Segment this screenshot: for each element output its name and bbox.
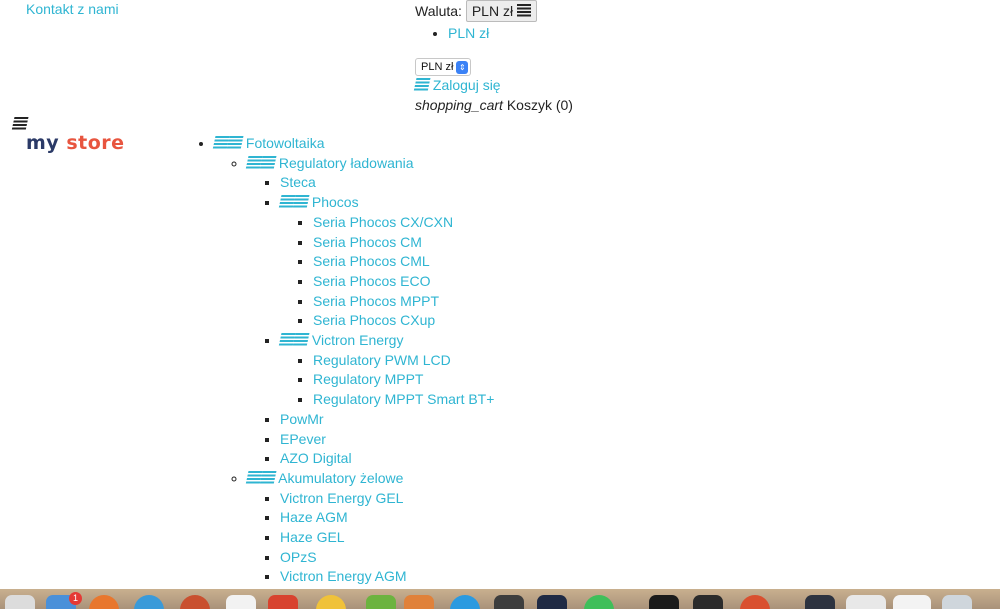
terminal-icon[interactable] bbox=[649, 595, 679, 609]
currency-list: PLN zł bbox=[448, 24, 489, 44]
category-icon bbox=[292, 195, 310, 210]
window-thumbnail-icon[interactable] bbox=[893, 595, 931, 609]
category-icon bbox=[259, 155, 277, 170]
menu-item-phocos-mppt[interactable]: Seria Phocos MPPT bbox=[313, 292, 440, 309]
activity-monitor-icon[interactable] bbox=[693, 595, 723, 609]
firefox-icon[interactable] bbox=[89, 595, 119, 609]
menu-item-powmr[interactable]: PowMr bbox=[280, 410, 324, 427]
expand-icon bbox=[516, 4, 531, 18]
category-icon bbox=[259, 470, 277, 485]
menu-item-victron-gel[interactable]: Victron Energy GEL bbox=[280, 489, 404, 506]
category-menu: Fotowoltaika Regulatory ładowania Steca … bbox=[212, 134, 495, 587]
currency-label: Waluta: bbox=[415, 3, 462, 19]
menu-item-fotowoltaika: Fotowoltaika Regulatory ładowania Steca … bbox=[212, 134, 495, 587]
currency-button[interactable]: PLN zł bbox=[465, 0, 537, 22]
menu-item-akumulatory: Akumulatory żelowe Victron Energy GEL Ha… bbox=[245, 469, 494, 587]
calculator-icon[interactable] bbox=[494, 595, 524, 609]
window-thumbnail-icon[interactable] bbox=[805, 595, 835, 609]
shopping-cart-icon: shopping_cart bbox=[415, 97, 503, 113]
pages-icon[interactable] bbox=[404, 595, 434, 609]
trash-icon[interactable] bbox=[942, 595, 972, 609]
menu-item-opzs[interactable]: OPzS bbox=[280, 548, 317, 565]
numbers-icon[interactable] bbox=[366, 595, 396, 609]
cart-label: Koszyk (0) bbox=[506, 97, 573, 113]
photos-icon[interactable] bbox=[316, 595, 346, 609]
category-icon bbox=[226, 136, 244, 150]
login-link[interactable]: Zaloguj się bbox=[413, 77, 501, 93]
menu-item-azo[interactable]: AZO Digital bbox=[280, 450, 352, 467]
menu-item-haze-agm[interactable]: Haze AGM bbox=[280, 509, 348, 526]
menu-item-phocos-eco[interactable]: Seria Phocos ECO bbox=[313, 272, 431, 289]
menu-item-phocos: Phocos Seria Phocos CX/CXN Seria Phocos … bbox=[278, 193, 494, 331]
menu-item-epever[interactable]: EPever bbox=[280, 430, 326, 447]
currency-selector: Waluta: PLN zł bbox=[415, 0, 537, 22]
window-thumbnail-icon[interactable] bbox=[846, 595, 886, 609]
menu-toggle-icon[interactable] bbox=[11, 117, 29, 131]
app-icon[interactable] bbox=[740, 595, 770, 609]
finder-icon[interactable] bbox=[5, 595, 35, 609]
menu-item-phocos-cml[interactable]: Seria Phocos CML bbox=[313, 253, 430, 270]
menu-item-victron-agm[interactable]: Victron Energy AGM bbox=[280, 568, 407, 585]
app-icon[interactable] bbox=[180, 595, 210, 609]
currency-option-pln[interactable]: PLN zł bbox=[448, 25, 490, 41]
menu-item-steca[interactable]: Steca bbox=[280, 174, 316, 191]
cart[interactable]: shopping_cart Koszyk (0) bbox=[415, 97, 573, 113]
menu-item-victron-pwm[interactable]: Regulatory PWM LCD bbox=[313, 351, 451, 368]
menu-item-phocos-cxup[interactable]: Seria Phocos CXup bbox=[313, 312, 436, 329]
currency-select[interactable]: PLN zł⇕ bbox=[415, 57, 472, 76]
menu-item-phocos-cx[interactable]: Seria Phocos CX/CXN bbox=[313, 213, 454, 230]
calendar-icon[interactable] bbox=[268, 595, 298, 609]
select-arrow-icon: ⇕ bbox=[456, 60, 469, 74]
menu-item-phocos-cm[interactable]: Seria Phocos CM bbox=[313, 233, 422, 250]
category-icon bbox=[292, 333, 310, 348]
menu-item-victron: Victron Energy Regulatory PWM LCD Regula… bbox=[278, 331, 495, 410]
photoshop-icon[interactable] bbox=[537, 595, 567, 609]
menu-item-haze-gel[interactable]: Haze GEL bbox=[280, 529, 345, 546]
whatsapp-icon[interactable] bbox=[584, 595, 614, 609]
contact-link[interactable]: Kontakt z nami bbox=[26, 1, 119, 17]
appstore-icon[interactable] bbox=[450, 595, 480, 609]
menu-item-victron-mppt[interactable]: Regulatory MPPT bbox=[313, 371, 424, 388]
menu-item-regulatory: Regulatory ładowania Steca Phocos Seria … bbox=[245, 154, 495, 469]
notification-badge: 1 bbox=[69, 592, 82, 605]
safari-icon[interactable] bbox=[134, 595, 164, 609]
store-logo[interactable]: my store bbox=[26, 132, 125, 154]
user-icon bbox=[413, 78, 431, 92]
dock: 1 bbox=[0, 589, 1000, 609]
notes-icon[interactable] bbox=[226, 595, 256, 609]
menu-item-victron-mppt-smart[interactable]: Regulatory MPPT Smart BT+ bbox=[313, 391, 495, 408]
mail-icon[interactable] bbox=[46, 595, 76, 609]
